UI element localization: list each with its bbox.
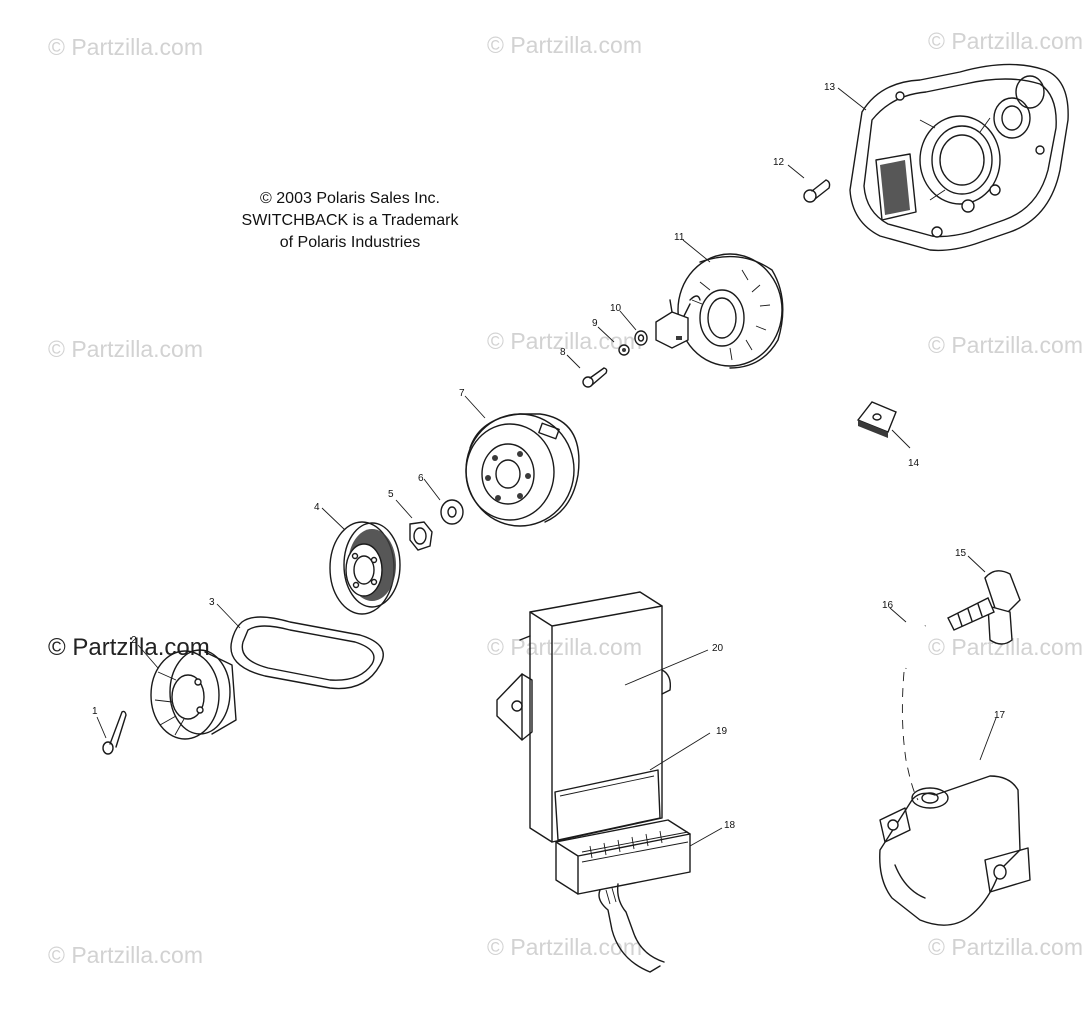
callout-1: 1 bbox=[92, 706, 98, 717]
part-11-stator bbox=[655, 239, 784, 369]
part-12-bolt bbox=[787, 164, 831, 203]
connector-wire-bundle bbox=[598, 883, 665, 973]
part-8-screw bbox=[566, 354, 608, 388]
part-4-gear bbox=[321, 507, 401, 615]
part-14-clip bbox=[856, 401, 911, 449]
callout-2: 2 bbox=[131, 635, 137, 646]
part-10-washer bbox=[619, 310, 648, 346]
callout-4: 4 bbox=[314, 502, 320, 513]
copyright-line-3: of Polaris Industries bbox=[279, 234, 421, 251]
part-18-connector bbox=[555, 819, 723, 895]
part-2-pulley bbox=[137, 644, 237, 740]
part-7-flywheel bbox=[464, 395, 580, 527]
part-1-bolt bbox=[96, 710, 127, 755]
cdi-mounting-tab bbox=[496, 673, 533, 741]
callout-8: 8 bbox=[560, 347, 566, 358]
callout-7: 7 bbox=[459, 388, 465, 399]
part-16-wire bbox=[889, 607, 927, 801]
watermark-top-left: © Partzilla.com bbox=[48, 34, 203, 60]
watermark-bottom-left: © Partzilla.com bbox=[48, 942, 203, 968]
watermark-mid-center: © Partzilla.com bbox=[487, 328, 642, 354]
callout-3: 3 bbox=[209, 597, 215, 608]
callout-12: 12 bbox=[773, 157, 785, 168]
copyright-notice: © 2003 Polaris Sales Inc. SWITCHBACK is … bbox=[200, 188, 500, 254]
watermark-lower-left: © Partzilla.com bbox=[48, 634, 210, 661]
watermark-top-center: © Partzilla.com bbox=[487, 32, 642, 58]
watermark-bottom-right: © Partzilla.com bbox=[928, 934, 1083, 960]
part-6-washer bbox=[423, 478, 464, 525]
watermark-mid-left: © Partzilla.com bbox=[48, 336, 203, 362]
callout-18: 18 bbox=[724, 820, 736, 831]
callout-13: 13 bbox=[824, 82, 836, 93]
callout-5: 5 bbox=[388, 489, 394, 500]
copyright-line-2: SWITCHBACK is a Trademark bbox=[241, 212, 459, 229]
part-13-housing bbox=[837, 63, 1069, 252]
callout-14: 14 bbox=[908, 458, 920, 469]
callout-11: 11 bbox=[674, 232, 685, 243]
watermark-lower-center: © Partzilla.com bbox=[487, 634, 642, 660]
callout-20: 20 bbox=[712, 643, 724, 654]
callout-6: 6 bbox=[418, 473, 424, 484]
callout-19-leader bbox=[649, 732, 711, 771]
watermark-top-right: © Partzilla.com bbox=[928, 28, 1083, 54]
part-15-plug-cap bbox=[947, 555, 1021, 645]
watermark-mid-right: © Partzilla.com bbox=[928, 332, 1083, 358]
callout-20-leader bbox=[624, 649, 709, 686]
callout-19: 19 bbox=[716, 726, 728, 737]
callout-10: 10 bbox=[610, 303, 622, 314]
part-3-belt bbox=[216, 603, 384, 690]
part-5-nut bbox=[395, 499, 433, 551]
callout-9: 9 bbox=[592, 318, 598, 329]
callout-15: 15 bbox=[955, 548, 967, 559]
callout-17: 17 bbox=[994, 710, 1006, 721]
part-9-lock-washer bbox=[597, 326, 630, 356]
part-17-coil bbox=[879, 717, 1031, 926]
part-20-cdi-box bbox=[519, 591, 672, 843]
copyright-line-1: © 2003 Polaris Sales Inc. bbox=[260, 190, 440, 207]
callout-16: 16 bbox=[882, 600, 894, 611]
watermark-bottom-center: © Partzilla.com bbox=[487, 934, 642, 960]
